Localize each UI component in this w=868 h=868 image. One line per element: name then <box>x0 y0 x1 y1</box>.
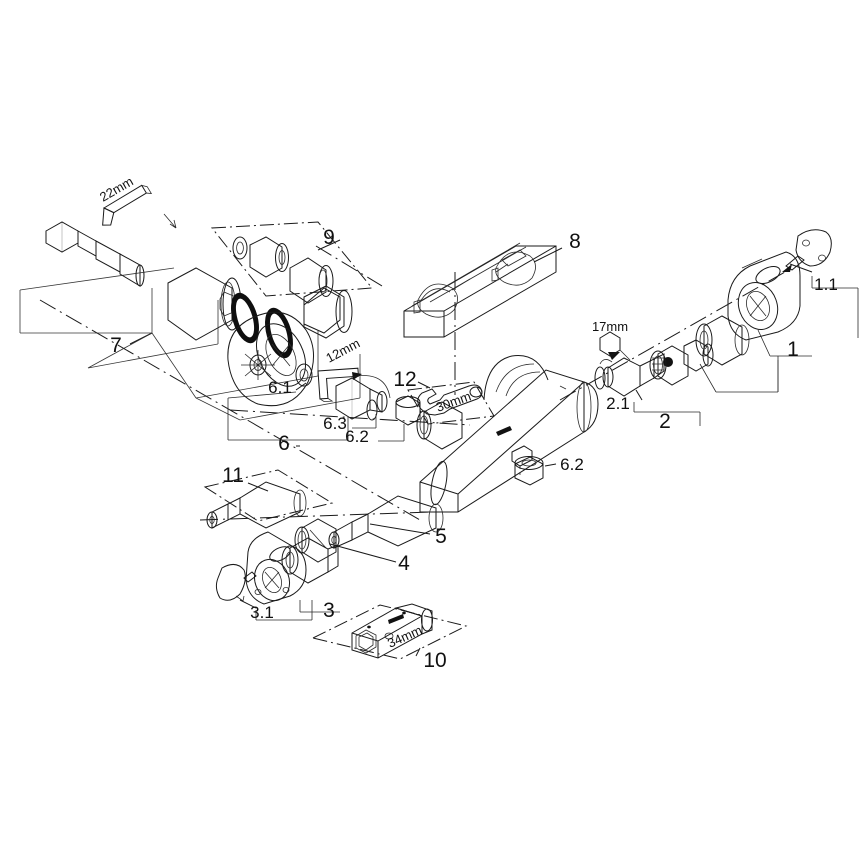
part-group-3-temperature-handle[interactable]: 3.1 3 <box>215 531 340 622</box>
handle-lever <box>727 251 801 341</box>
leader-8 <box>533 247 563 263</box>
callout-3-label: 3 <box>323 599 335 622</box>
callout-2-label: 2 <box>659 410 671 433</box>
handle-screw <box>782 255 805 272</box>
leader-5 <box>369 523 431 535</box>
leader-4 <box>329 543 397 563</box>
callout-5-label: 5 <box>435 525 447 548</box>
part-group-11-cartridge-spare[interactable]: 11 <box>203 464 334 529</box>
callout-2-1-label: 2.1 <box>606 394 630 413</box>
part-group-5-thermostatic-cartridge[interactable]: 5 <box>328 495 447 549</box>
callout-4-label: 4 <box>398 552 410 575</box>
part-2-1-seal <box>594 366 606 390</box>
callout-6-1-label: 6.1 <box>268 378 292 397</box>
tool-17mm <box>599 331 631 361</box>
callout-7-label: 7 <box>110 334 122 357</box>
part-group-6-eccentric-union[interactable]: 6.1 6 6.3 6.2 <box>227 350 463 455</box>
leader-1-1 <box>789 263 813 273</box>
part-group-7-escutcheon-kit[interactable]: 7 <box>19 221 361 421</box>
spanner-30mm <box>417 384 483 416</box>
callout-9-label: 9 <box>323 226 335 249</box>
callout-11-label: 11 <box>222 464 244 487</box>
adaptor-barrel <box>249 236 289 278</box>
leader-9 <box>317 239 341 251</box>
part-6-1-strainer <box>241 350 275 380</box>
handle-knurled-grip <box>695 315 750 366</box>
group-10-dash-box <box>311 604 468 660</box>
callout-1-label: 1 <box>787 338 799 361</box>
part-6-2-non-return-valve-lower[interactable]: 6.2 <box>514 455 584 486</box>
tool-22mm <box>102 184 153 226</box>
leader-12 <box>417 381 431 389</box>
leader-6-1 <box>295 382 307 391</box>
callout-8-label: 8 <box>569 230 581 253</box>
leader-2-1 <box>635 389 643 401</box>
callout-6-2-lower-label: 6.2 <box>560 455 584 474</box>
part-mixer-main-body[interactable] <box>419 355 599 513</box>
tool-17mm-label: 17mm <box>592 319 628 334</box>
part-group-1-handle-assembly[interactable]: 1.1 1 <box>649 229 859 393</box>
adaptor-sleeve <box>289 257 334 304</box>
callout-12-label: 12 <box>393 368 416 391</box>
union-nipple <box>45 221 145 287</box>
part-6-1-washer <box>295 363 313 387</box>
leader-11 <box>247 482 269 492</box>
temp-handle-body <box>245 531 307 605</box>
body-indicator-mark <box>496 426 512 436</box>
handle-cap <box>795 229 832 267</box>
callout-1-1-label: 1.1 <box>814 275 838 294</box>
callout-6-3-label: 6.3 <box>323 414 347 433</box>
callout-10-label: 10 <box>423 649 446 672</box>
part-group-4-stop-ring[interactable]: 4 <box>294 518 410 575</box>
part-group-8-mounting-rail[interactable]: 8 <box>403 230 581 338</box>
tool-22mm-arrow <box>163 213 177 229</box>
group-12-dash-box <box>407 381 495 425</box>
callout-6-2-label: 6.2 <box>345 427 369 446</box>
leader-10 <box>415 647 421 657</box>
leader-6-2-lower <box>544 463 557 467</box>
temp-handle-screw <box>243 571 257 583</box>
leader-3-1 <box>239 599 257 609</box>
part-6-2-non-return-valve <box>395 395 421 426</box>
rotation-arrow-6 <box>355 375 391 399</box>
adaptor-washer <box>232 236 248 260</box>
tool-12mm <box>317 367 359 403</box>
rail-clip-left <box>413 283 458 318</box>
callout-6-label: 6 <box>278 432 290 455</box>
service-socket-34mm <box>351 603 433 659</box>
part-group-9-outlet-adaptor[interactable]: 9 <box>211 221 373 304</box>
eccentric-union-body <box>335 377 388 420</box>
cartridge-spare <box>206 481 307 529</box>
handle-spline-adaptor <box>649 345 689 386</box>
callout-3-1-label: 3.1 <box>250 603 274 622</box>
rail-clip-right <box>491 249 536 286</box>
part-6-3-o-ring <box>366 399 378 421</box>
